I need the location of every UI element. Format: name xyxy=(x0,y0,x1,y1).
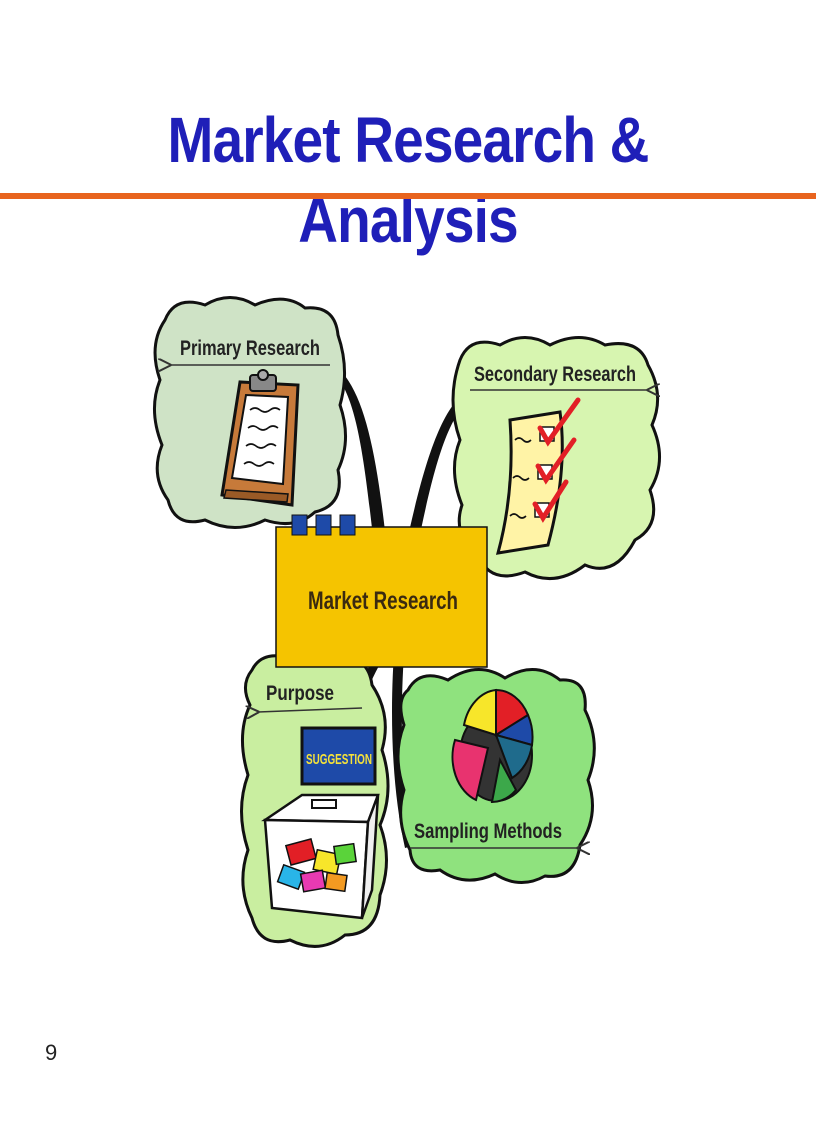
center-box xyxy=(275,526,488,668)
suggestion-box-icon: SUGGESTION xyxy=(261,726,380,920)
purpose-arrow xyxy=(258,708,363,712)
primary-research-label: Primary Research xyxy=(180,337,320,360)
center-label: Market Research xyxy=(308,587,458,615)
node-primary-research[interactable]: Primary Research xyxy=(152,296,348,529)
slide-number: 9 xyxy=(45,1040,58,1065)
purpose-label: Purpose xyxy=(266,682,334,705)
title-underline xyxy=(0,193,816,199)
center-node-market-research[interactable]: Market Research xyxy=(275,514,488,668)
node-sampling-methods[interactable]: Sampling Methods xyxy=(396,668,596,884)
center-tab-1 xyxy=(291,514,308,536)
node-secondary-research[interactable]: Secondary Research xyxy=(451,336,662,581)
secondary-research-label: Secondary Research xyxy=(474,363,636,386)
node-purpose[interactable]: Purpose SUGGESTION xyxy=(240,650,390,948)
center-tab-2 xyxy=(315,514,332,536)
checklist-icon xyxy=(495,397,581,555)
center-tab-3 xyxy=(339,514,356,536)
sampling-methods-label: Sampling Methods xyxy=(414,820,562,843)
clipboard-icon xyxy=(220,369,300,507)
suggestion-box-text: SUGGESTION xyxy=(306,751,372,768)
pie-chart-icon xyxy=(451,688,534,804)
